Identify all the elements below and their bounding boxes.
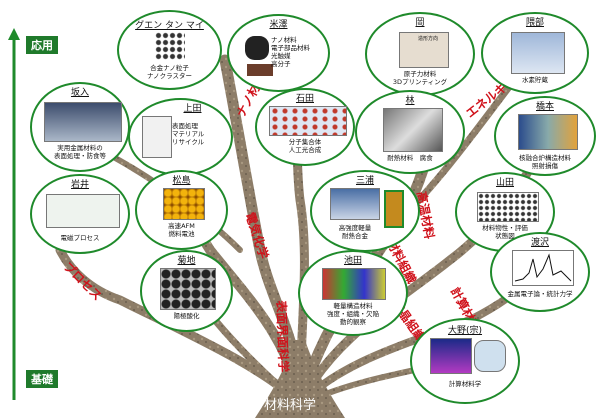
- node-hayashi-text: 耐熱材料 腐食: [387, 154, 433, 162]
- node-matsushima-text: 高速AFM 燃料電池: [168, 222, 195, 238]
- node-oka: 岡 造形方向 原子力材料 3Dプリンティング: [365, 12, 475, 96]
- axis-label-bottom: 基礎: [26, 370, 58, 388]
- node-sakairi-text: 実用金属材料の 表面処理・防食等: [54, 144, 106, 160]
- node-miura-image: [330, 188, 380, 220]
- node-yonezawa-name: 米澤: [269, 20, 288, 30]
- node-kikuchi-image: [160, 268, 216, 310]
- node-watanabe-image: [512, 250, 574, 286]
- node-ohno-image: [430, 338, 472, 374]
- node-yonezawa-text: ナノ材料 電子部品材料 光触媒 高分子: [271, 36, 310, 68]
- root-label: 材料科学: [263, 398, 316, 413]
- node-guen: グエン タン マイ 合金ナノ粒子 ナノクラスター: [117, 10, 222, 90]
- node-yonezawa-image: [245, 36, 269, 60]
- node-sakairi-image: [44, 102, 122, 142]
- node-miura-name: 三浦: [355, 176, 374, 186]
- node-ueda-image: [142, 116, 172, 158]
- node-ishida-name: 石田: [295, 94, 314, 104]
- node-kumabe-image: [511, 32, 565, 74]
- node-yonezawa-image-2: [247, 64, 273, 76]
- node-ishida-text: 分子集合体 人工光合成: [288, 138, 322, 154]
- node-ikeda-name: 池田: [343, 256, 362, 266]
- node-matsushima-name: 松島: [172, 176, 191, 186]
- node-ohno-image-2: [474, 340, 506, 372]
- node-hayashi-image: [383, 108, 443, 152]
- node-kumabe-text: 水素貯蔵: [522, 76, 548, 84]
- node-hayashi-name: 林: [405, 96, 415, 106]
- node-hayashi: 林 耐熱材料 腐食: [355, 90, 465, 174]
- node-ishida: 石田 分子集合体 人工光合成: [255, 88, 355, 166]
- node-yamada-text: 材料物性・評価 状態図: [482, 224, 528, 240]
- node-hashimoto-name: 橋本: [535, 102, 554, 112]
- node-ohno-name: 大野(宗): [447, 326, 483, 336]
- node-guen-name: グエン タン マイ: [135, 21, 204, 31]
- node-watanabe-plot: [514, 253, 572, 282]
- node-watanabe-text: 金属電子論・統計力学: [507, 290, 573, 298]
- node-hashimoto-image: [518, 114, 578, 150]
- branch-surface: 表面界面科学: [274, 300, 291, 373]
- axis-arrow-head: [8, 28, 20, 40]
- node-miura-image-2: [384, 190, 404, 228]
- node-matsushima-image: [163, 188, 205, 220]
- node-yonezawa: 米澤 ナノ材料 電子部品材料 光触媒 高分子: [227, 14, 330, 92]
- node-oka-image-label: 造形方向: [418, 36, 439, 42]
- node-iwai: 岩井 電磁プロセス: [30, 174, 130, 254]
- node-ohno-text: 計算材料学: [448, 380, 482, 388]
- node-guen-text: 合金ナノ粒子 ナノクラスター: [146, 64, 193, 80]
- node-miura: 三浦 高強度軽量 耐熱合金: [310, 170, 420, 252]
- node-yamada: 山田 材料物性・評価 状態図: [455, 172, 555, 252]
- node-yamada-name: 山田: [495, 178, 514, 188]
- node-oka-text: 原子力材料 3Dプリンティング: [392, 70, 448, 86]
- node-matsushima: 松島 高速AFM 燃料電池: [135, 170, 228, 250]
- node-kumabe: 隈部 水素貯蔵: [481, 12, 589, 94]
- node-ohno: 大野(宗) 計算材料学: [410, 318, 520, 404]
- node-watanabe-name: 渡沢: [530, 238, 549, 248]
- node-miura-text: 高強度軽量 耐熱合金: [338, 224, 372, 240]
- node-ishida-image: [269, 106, 347, 136]
- node-yamada-image: [477, 192, 539, 222]
- node-iwai-text: 電磁プロセス: [60, 234, 100, 242]
- tree-trunk: [255, 340, 345, 418]
- node-guen-image: [155, 32, 185, 60]
- node-hashimoto-text: 核融合炉構造材料 照射損傷: [519, 154, 571, 170]
- node-ikeda: 池田 軽量構造材料 強度・組織・欠陥 動的観察: [298, 250, 408, 336]
- node-ikeda-image: [322, 268, 386, 300]
- node-kikuchi-name: 菊地: [177, 256, 196, 266]
- node-ueda-name: 上田: [183, 104, 202, 114]
- node-sakairi-name: 坂入: [70, 88, 89, 98]
- node-hashimoto: 橋本 核融合炉構造材料 照射損傷: [494, 96, 596, 176]
- node-kikuchi: 菊地 陽極酸化: [140, 250, 233, 332]
- node-ueda: 上田 表面処理 マテリアル リサイクル: [128, 98, 233, 176]
- node-kumabe-name: 隈部: [525, 18, 544, 28]
- node-iwai-name: 岩井: [70, 180, 89, 190]
- node-ikeda-text: 軽量構造材料 強度・組織・欠陥 動的観察: [327, 302, 379, 326]
- node-sakairi: 坂入 実用金属材料の 表面処理・防食等: [30, 82, 130, 172]
- node-oka-name: 岡: [415, 18, 425, 28]
- axis-label-top: 応用: [26, 36, 58, 54]
- node-kikuchi-text: 陽極酸化: [173, 312, 200, 320]
- node-ueda-text: 表面処理 マテリアル リサイクル: [172, 122, 205, 146]
- node-watanabe: 渡沢 金属電子論・統計力学: [490, 232, 590, 312]
- node-iwai-image: [46, 194, 120, 228]
- node-oka-image: 造形方向: [399, 32, 449, 68]
